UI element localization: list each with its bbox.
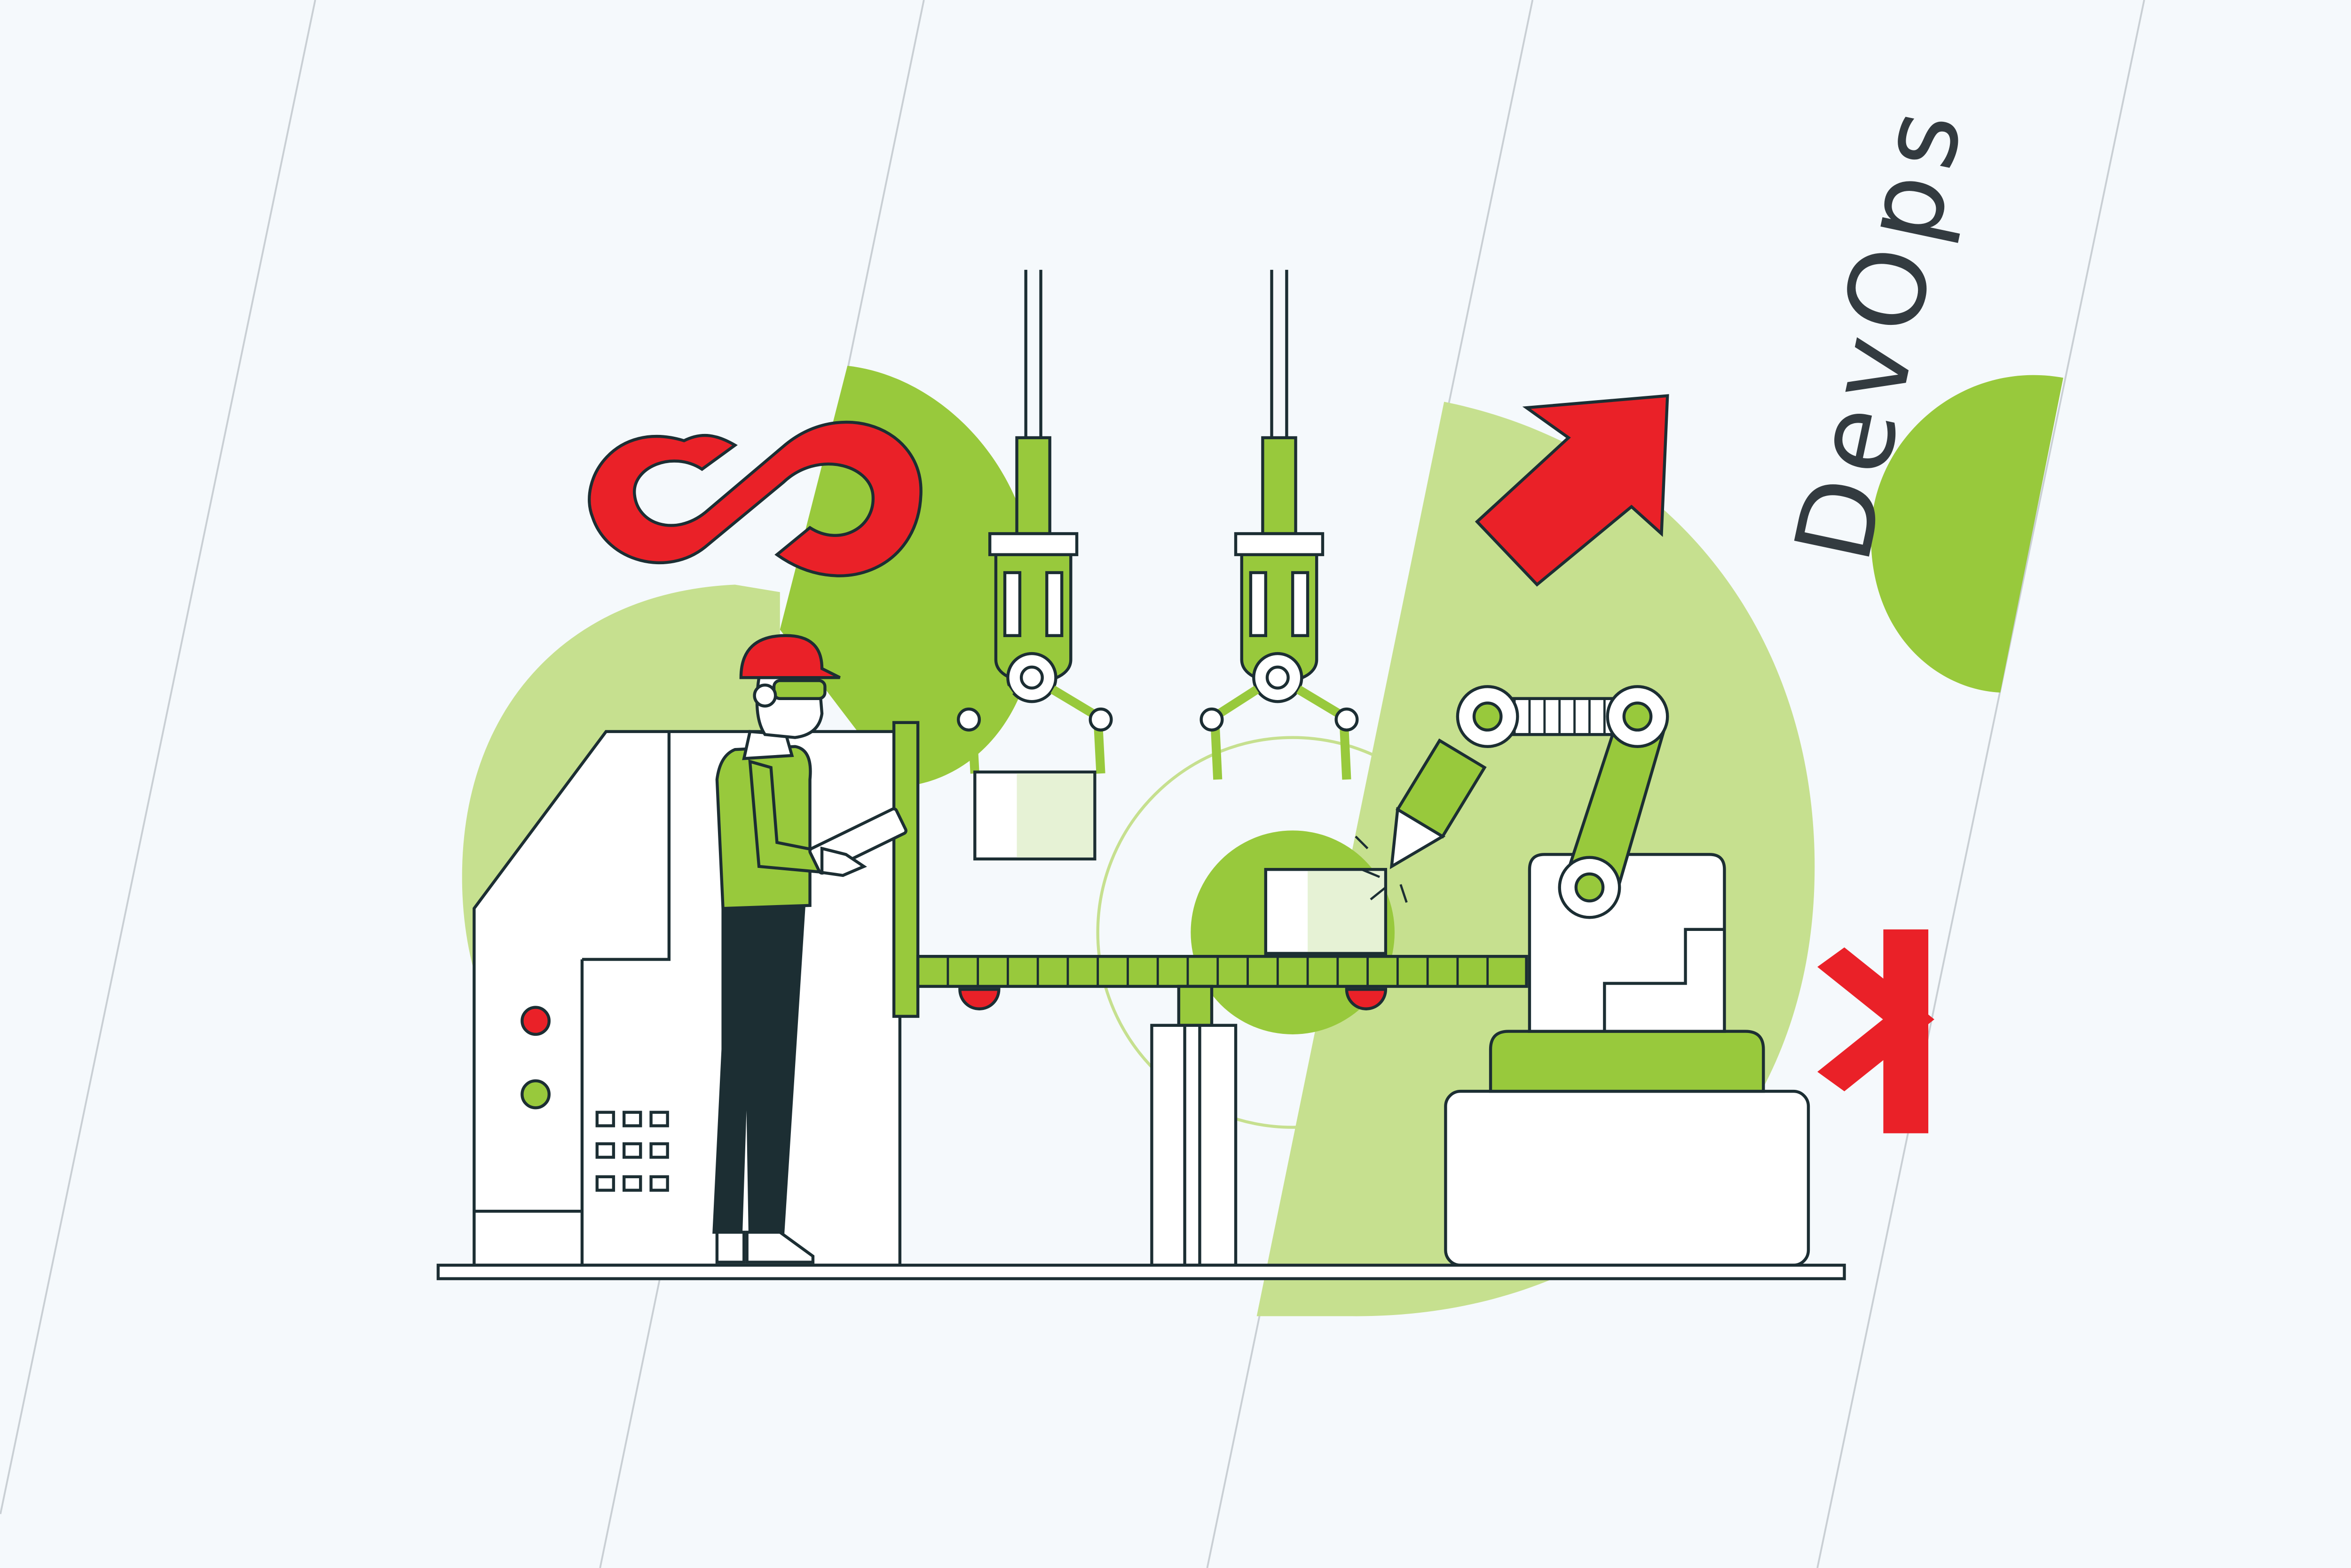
gear-icon xyxy=(958,988,1001,1010)
robot-claw-left xyxy=(957,436,1113,861)
green-indicator-light xyxy=(521,1079,551,1110)
green-semicircle-right xyxy=(1871,375,2063,693)
robot-claw-cables xyxy=(1024,269,1288,438)
robot-claw-right xyxy=(1199,436,1359,780)
arrow-up-right-icon xyxy=(1475,394,1669,587)
infinity-icon xyxy=(588,420,923,577)
hard-hat xyxy=(739,634,841,679)
conveyor-belt xyxy=(916,954,1528,1267)
worker-shoe xyxy=(715,1230,746,1264)
robot-arm xyxy=(1355,685,1810,1267)
thin-circle-outline xyxy=(1096,736,1489,1129)
ear-protector xyxy=(753,683,777,708)
package-box xyxy=(1264,868,1388,955)
gear-icon xyxy=(1345,988,1388,1010)
keypad xyxy=(595,1111,669,1192)
worker-trousers xyxy=(712,904,806,1234)
worker-shoe xyxy=(745,1230,815,1264)
asterisk-icon xyxy=(1817,929,1934,1134)
floor xyxy=(436,1263,1846,1280)
red-indicator-light xyxy=(521,1006,551,1036)
safety-goggles xyxy=(772,679,827,700)
worker xyxy=(712,634,907,1264)
green-blob-top xyxy=(780,365,1037,787)
worker-hand xyxy=(820,846,867,877)
